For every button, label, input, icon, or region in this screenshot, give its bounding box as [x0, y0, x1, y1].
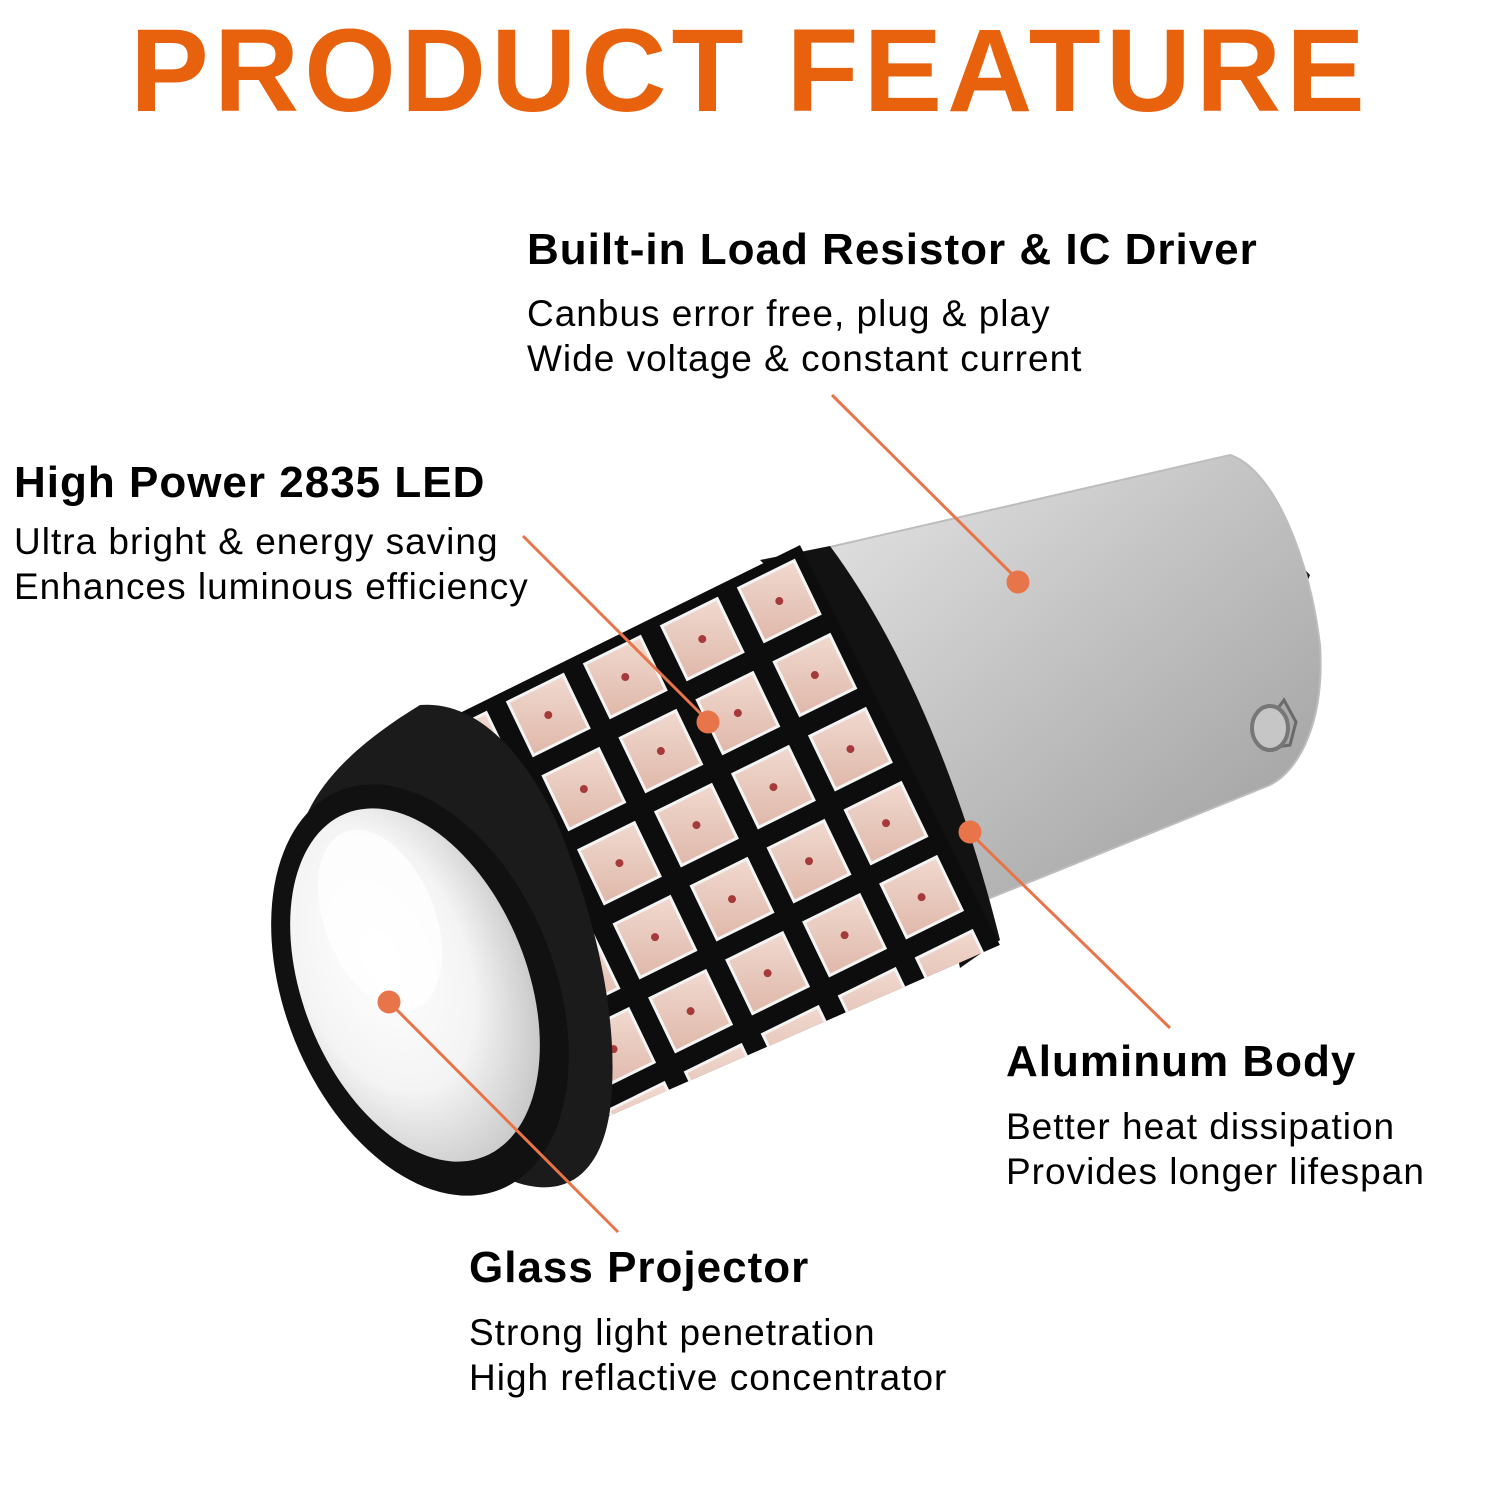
feature-glass-projector: Glass Projector Strong light penetration…	[469, 1242, 947, 1400]
led-die-icon	[698, 635, 707, 644]
led-die-icon	[645, 1119, 654, 1120]
led-chip-icon	[624, 545, 710, 608]
feature-title: High Power 2835 LED	[14, 458, 486, 507]
led-die-icon	[544, 711, 553, 720]
callout-lines	[377, 393, 1172, 1234]
page-title: PRODUCT FEATURE	[130, 5, 1370, 137]
led-die-icon	[662, 560, 671, 569]
led-die-icon	[917, 893, 926, 902]
feature-description: Enhances luminous efficiency	[14, 566, 529, 607]
led-die-icon	[876, 1005, 885, 1014]
feature-description: Canbus error free, plug & play	[527, 293, 1051, 334]
led-chip-icon	[701, 545, 787, 570]
led-die-icon	[799, 1043, 808, 1052]
callout-line-led	[521, 534, 710, 723]
led-die-icon	[733, 709, 742, 718]
feature-description: Provides longer lifespan	[1006, 1151, 1425, 1192]
led-die-icon	[740, 523, 748, 531]
led-die-icon	[508, 636, 517, 645]
led-die-icon	[810, 671, 819, 680]
callout-dot-body	[958, 820, 982, 844]
led-die-icon	[651, 933, 660, 942]
feature-description: Better heat dissipation	[1006, 1106, 1396, 1147]
feature-title: Built-in Load Resistor & IC Driver	[527, 225, 1258, 274]
feature-description: Wide voltage & constant current	[527, 338, 1083, 379]
feature-title: Glass Projector	[469, 1243, 810, 1292]
led-die-icon	[615, 859, 624, 868]
led-die-icon	[728, 895, 737, 904]
callout-dot-led	[696, 710, 720, 734]
led-die-icon	[775, 597, 784, 606]
led-die-icon	[692, 821, 701, 830]
led-die-icon	[953, 967, 962, 976]
callout-dot-ic-driver	[1006, 570, 1030, 594]
glass-projector-lens-icon	[271, 704, 613, 1196]
feature-aluminum-body: Aluminum Body Better heat dissipation Pr…	[1006, 1036, 1425, 1194]
callout-line-glass	[387, 1000, 620, 1234]
callout-dot-glass	[377, 990, 401, 1014]
led-die-icon	[763, 969, 772, 978]
callout-line-ic-driver	[830, 393, 1020, 582]
led-die-icon	[769, 783, 778, 792]
led-die-icon	[431, 674, 440, 683]
led-die-icon	[846, 745, 855, 754]
led-die-icon	[656, 747, 665, 756]
led-die-icon	[805, 857, 814, 866]
feature-description: High reflactive concentrator	[469, 1357, 948, 1398]
feature-title: Aluminum Body	[1006, 1037, 1357, 1086]
feature-description: Ultra bright & energy saving	[14, 521, 499, 562]
led-die-icon	[579, 785, 588, 794]
feature-load-resistor-ic-driver: Built-in Load Resistor & IC Driver Canbu…	[527, 224, 1258, 381]
feature-description: Strong light penetration	[469, 1312, 876, 1353]
callout-line-body	[968, 831, 1172, 1030]
led-die-icon	[686, 1007, 695, 1016]
led-die-icon	[722, 1081, 731, 1090]
led-die-icon	[882, 819, 891, 828]
led-die-icon	[621, 673, 630, 682]
led-die-icon	[840, 931, 849, 940]
led-chip-icon	[470, 598, 556, 684]
feature-high-power-led: High Power 2835 LED Ultra bright & energ…	[14, 457, 529, 609]
